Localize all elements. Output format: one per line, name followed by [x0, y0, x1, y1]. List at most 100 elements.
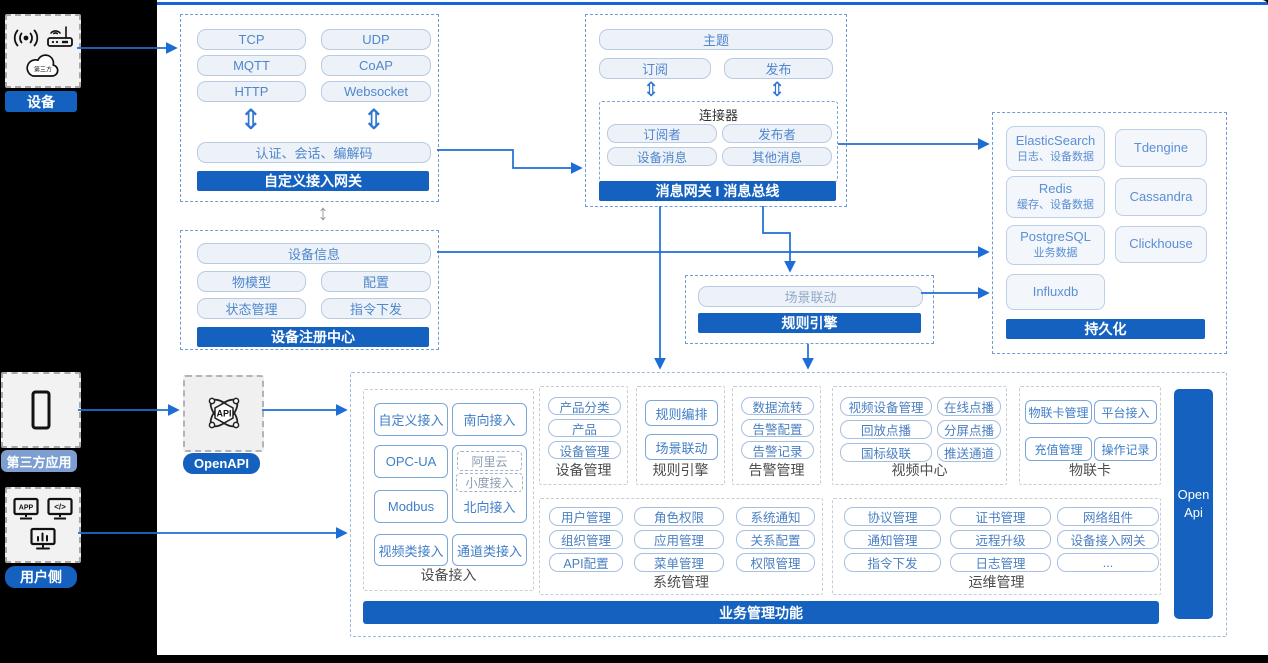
- pill-user-mgmt: 用户管理: [549, 507, 623, 526]
- pill-relation-config: 关系配置: [736, 530, 815, 549]
- pill-remote-upgrade: 远程升级: [950, 530, 1051, 549]
- message-bus-title-bar: 消息网关 I 消息总线: [599, 181, 836, 201]
- connector-other-msg: 其他消息: [722, 147, 832, 166]
- db-clickhouse: Clickhouse: [1115, 226, 1207, 263]
- rule-scene-linkage: 场景联动: [645, 434, 718, 460]
- access-northbound-label: 北向接入: [463, 500, 516, 515]
- iot-operation-record: 操作记录: [1094, 437, 1157, 461]
- router-icon: [47, 26, 73, 47]
- gateway-middleware: 认证、会话、编解码: [197, 142, 431, 163]
- updown-arrow-icon: ⇕: [768, 79, 786, 101]
- connector-publisher: 发布者: [722, 124, 832, 143]
- device-source-label: 设备: [5, 91, 77, 112]
- pill-network-component: 网络组件: [1057, 507, 1159, 526]
- device-mgmt-group: 产品分类 产品 设备管理 设备管理: [539, 386, 628, 485]
- pill-video-device-mgmt: 视频设备管理: [840, 397, 932, 416]
- updown-arrow-icon: ⇕: [239, 104, 263, 135]
- scene-linkage-node: 场景联动: [698, 286, 923, 307]
- subscribe-node: 订阅: [599, 58, 711, 79]
- device-access-label: 设备接入: [420, 567, 477, 583]
- protocol-coap: CoAP: [321, 55, 431, 76]
- pill-protocol-mgmt: 协议管理: [844, 507, 941, 526]
- pill-api-config: API配置: [549, 553, 623, 572]
- protocol-websocket: Websocket: [321, 81, 431, 102]
- registry-thing-model: 物模型: [197, 271, 306, 292]
- third-party-cloud-icon: 第三方: [26, 54, 59, 77]
- access-southbound: 南向接入: [452, 403, 527, 436]
- alarm-group: 数据流转 告警配置 告警记录 告警管理: [732, 386, 821, 485]
- device-registry-title-bar: 设备注册中心: [197, 327, 429, 347]
- iot-card-mgmt: 物联卡管理: [1025, 400, 1092, 424]
- pill-role-permission: 角色权限: [634, 507, 724, 526]
- pill-notice-mgmt: 通知管理: [844, 530, 941, 549]
- pill-product: 产品: [548, 419, 621, 437]
- system-mgmt-label: 系统管理: [653, 574, 709, 590]
- video-center-label: 视频中心: [891, 462, 948, 478]
- business-functions-box: 自定义接入 南向接入 OPC-UA 阿里云 小度接入 北向接入 Modbus 视…: [350, 372, 1227, 637]
- pill-playback: 回放点播: [840, 420, 932, 439]
- ops-mgmt-group: 协议管理 证书管理 网络组件 通知管理 远程升级 设备接入网关 指令下发 日志管…: [832, 498, 1161, 595]
- rule-orchestration: 规则编排: [645, 400, 718, 426]
- system-mgmt-group: 用户管理 角色权限 系统通知 组织管理 应用管理 关系配置 API配置 菜单管理…: [539, 498, 823, 595]
- pill-data-flow: 数据流转: [741, 397, 814, 415]
- pill-permission-mgmt: 权限管理: [736, 553, 815, 572]
- ops-mgmt-label: 运维管理: [968, 574, 1025, 590]
- pill-log-mgmt: 日志管理: [950, 553, 1051, 572]
- pill-system-notice: 系统通知: [736, 507, 815, 526]
- access-northbound-box: 阿里云 小度接入 北向接入: [452, 445, 527, 523]
- third-party-source-label: 第三方应用: [1, 450, 77, 472]
- access-channel: 通道类接入: [452, 534, 527, 566]
- pill-push-channel: 推送通道: [937, 443, 1001, 462]
- openapi-label: OpenAPI: [183, 453, 260, 474]
- message-bus-group: 主题 订阅 发布 ⇕ ⇕ 连接器 订阅者 发布者 设备消息 其他消息 消息网关 …: [585, 14, 847, 207]
- code-window-icon: </>: [47, 497, 73, 520]
- pill-menu-mgmt: 菜单管理: [634, 553, 724, 572]
- registry-device-info: 设备信息: [197, 243, 431, 264]
- iot-card-group: 物联卡管理 平台接入 充值管理 操作记录 物联卡: [1019, 386, 1161, 485]
- phone-icon: [31, 390, 51, 430]
- code-text: </>: [54, 503, 66, 512]
- device-source-box: 第三方: [5, 14, 81, 88]
- updown-arrow-icon: ⇕: [642, 79, 660, 101]
- updown-arrow-icon: ⇕: [362, 104, 386, 135]
- iot-platform-access: 平台接入: [1094, 400, 1157, 424]
- publish-node: 发布: [724, 58, 833, 79]
- access-xiaodu: 小度接入: [456, 473, 523, 492]
- access-aliyun: 阿里云: [457, 451, 522, 471]
- registry-status-mgmt: 状态管理: [197, 298, 306, 319]
- db-influxdb: Influxdb: [1006, 274, 1105, 310]
- rule-engine-group: 场景联动 规则引擎: [685, 275, 934, 344]
- pill-org-mgmt: 组织管理: [549, 530, 623, 549]
- openapi-box: API: [183, 375, 264, 452]
- registry-config: 配置: [321, 271, 431, 292]
- registry-command-dispatch: 指令下发: [321, 298, 431, 319]
- db-cassandra: Cassandra: [1115, 178, 1207, 216]
- user-source-label: 用户侧: [5, 566, 77, 588]
- openapi-icon: API: [208, 397, 240, 429]
- access-modbus: Modbus: [374, 490, 448, 523]
- alarm-group-label: 告警管理: [748, 462, 805, 478]
- db-tdengine: Tdengine: [1115, 129, 1207, 167]
- pill-device-mgmt: 设备管理: [548, 441, 621, 459]
- device-registry-group: 设备信息 物模型 配置 状态管理 指令下发 设备注册中心: [180, 230, 439, 350]
- radio-waves-icon: [13, 29, 39, 47]
- cloud-text: 第三方: [34, 66, 52, 74]
- access-video: 视频类接入: [374, 534, 448, 566]
- pill-device-access-gateway: 设备接入网关: [1057, 530, 1159, 549]
- top-accent-line: [157, 2, 1268, 5]
- custom-gateway-group: TCP UDP MQTT CoAP HTTP Websocket ⇕ ⇕ 认证、…: [180, 14, 439, 202]
- connector-title: 连接器: [698, 108, 738, 123]
- rule-group: 规则编排 场景联动 规则引擎: [636, 386, 725, 485]
- protocol-udp: UDP: [321, 29, 431, 50]
- pill-product-category: 产品分类: [548, 397, 621, 415]
- protocol-mqtt: MQTT: [197, 55, 306, 76]
- pill-gb-cascade: 国标级联: [840, 443, 932, 462]
- connector-box: 连接器 订阅者 发布者 设备消息 其他消息: [599, 101, 838, 182]
- video-center-group: 视频设备管理 在线点播 回放点播 分屏点播 国标级联 推送通道 视频中心: [832, 386, 1007, 485]
- pill-app-mgmt: 应用管理: [634, 530, 724, 549]
- rule-engine-title-bar: 规则引擎: [698, 313, 921, 333]
